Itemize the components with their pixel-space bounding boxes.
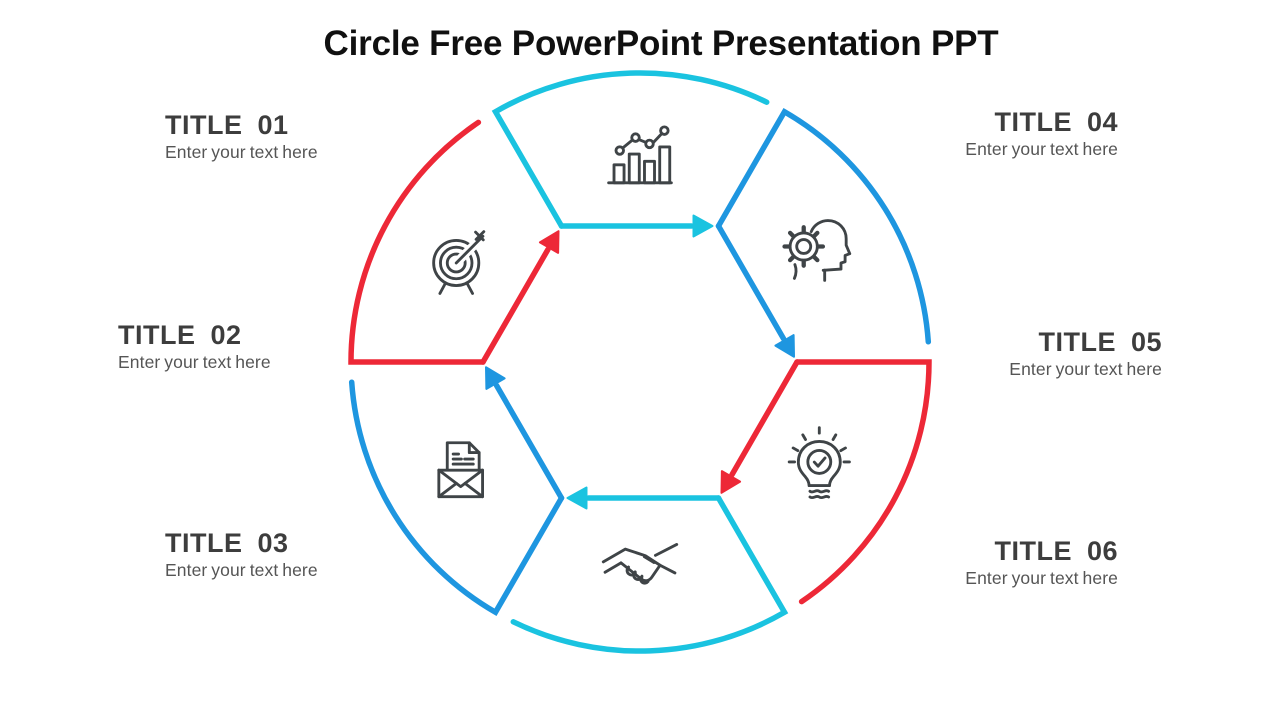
handshake-icon: [601, 543, 679, 585]
segment-5-mail-letter: [348, 366, 565, 617]
label-title-03: TITLE 03: [165, 528, 289, 558]
flow-arrow-3: [729, 359, 800, 478]
label-subtitle-02: Enter your text here: [118, 352, 271, 372]
flow-arrowhead-1: [692, 214, 714, 238]
label-item-02: TITLE 02 Enter your text here: [118, 320, 271, 373]
segment-4-handshake: [510, 486, 789, 654]
lightbulb-check-icon: [787, 426, 851, 500]
label-subtitle-03: Enter your text here: [165, 560, 318, 580]
flow-arrowhead-4: [566, 486, 588, 510]
segment-5-outline: [348, 379, 565, 617]
label-item-01: TITLE 01 Enter your text here: [165, 110, 318, 163]
flow-arrowhead-3: [720, 470, 742, 494]
mail-letter-icon: [437, 441, 484, 499]
flow-arrowhead-6: [538, 230, 560, 254]
segment-1-outline: [491, 70, 770, 229]
segment-3-lightbulb-check: [720, 359, 932, 605]
slide-title: Circle Free PowerPoint Presentation PPT: [323, 24, 999, 63]
label-title-04: TITLE 04: [994, 107, 1118, 137]
head-gear-icon: [785, 221, 850, 281]
flow-arrowhead-5: [485, 366, 506, 390]
label-subtitle-05: Enter your text here: [1009, 359, 1162, 379]
target-arrow-icon: [434, 232, 484, 294]
label-title-05: TITLE 05: [1038, 327, 1162, 357]
flow-arrow-6: [480, 246, 551, 365]
flow-arrow-2: [715, 223, 787, 342]
bar-chart-icon: [607, 125, 673, 185]
label-subtitle-06: Enter your text here: [965, 568, 1118, 588]
segment-4-outline: [510, 495, 789, 654]
segment-6-target-arrow: [348, 119, 560, 365]
segment-2-head-gear: [715, 107, 932, 358]
segment-1-bar-chart: [491, 70, 770, 238]
label-title-01: TITLE 01: [165, 110, 289, 140]
label-subtitle-01: Enter your text here: [165, 142, 318, 162]
label-title-06: TITLE 06: [994, 536, 1118, 566]
segment-2-outline: [715, 107, 932, 345]
label-item-06: TITLE 06 Enter your text here: [965, 536, 1118, 589]
label-subtitle-04: Enter your text here: [965, 139, 1118, 159]
flow-arrow-5: [493, 382, 565, 501]
label-title-02: TITLE 02: [118, 320, 242, 350]
segment-6-outline: [348, 119, 486, 365]
label-item-04: TITLE 04 Enter your text here: [965, 107, 1118, 160]
flow-arrowhead-2: [774, 334, 795, 358]
label-item-03: TITLE 03 Enter your text here: [165, 528, 318, 581]
label-item-05: TITLE 05 Enter your text here: [1009, 327, 1162, 380]
segment-3-outline: [794, 359, 932, 605]
